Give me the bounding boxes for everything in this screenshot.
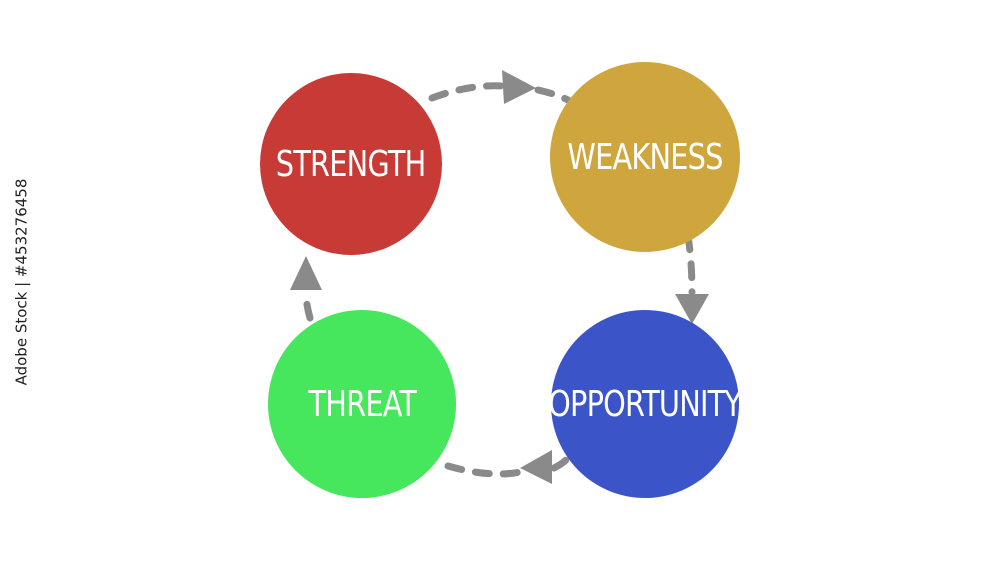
node-opportunity: Opportunity [548, 310, 742, 498]
node-label-weakness: Weakness [567, 136, 723, 178]
arrow-threat-to-strength [290, 256, 322, 322]
stock-id-watermark: Adobe Stock | #453276458 [6, 0, 36, 563]
node-strength: Strength [260, 73, 442, 255]
node-weakness: Weakness [550, 62, 740, 252]
node-label-threat: Threat [308, 383, 417, 425]
node-threat: Threat [268, 310, 456, 498]
arrow-weakness-to-opportunity [675, 232, 709, 324]
node-label-strength: Strength [276, 143, 427, 185]
arrow-opportunity-to-threat [444, 450, 570, 484]
arrow-strength-to-weakness [428, 70, 572, 104]
node-label-opportunity: Opportunity [548, 383, 742, 425]
stock-id-text: Adobe Stock | #453276458 [12, 178, 30, 385]
